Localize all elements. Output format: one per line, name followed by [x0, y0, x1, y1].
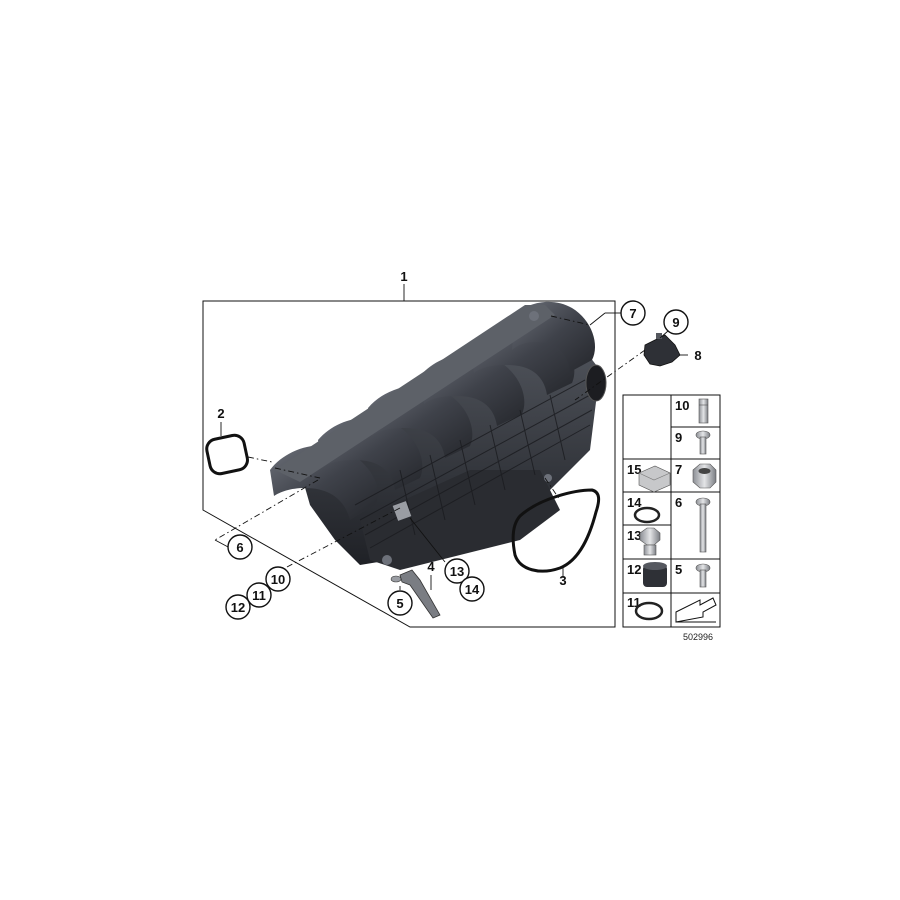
- leader-13: [409, 517, 446, 563]
- callout-2: 2: [217, 406, 225, 436]
- svg-text:3: 3: [559, 573, 566, 588]
- callout-1: 1: [400, 269, 407, 284]
- callout-8: 8: [694, 348, 701, 363]
- screw-5-icon: [695, 563, 711, 588]
- callout-5: 5: [387, 590, 413, 616]
- svg-text:9: 9: [672, 315, 679, 330]
- svg-text:14: 14: [465, 582, 480, 597]
- sleeve-10-icon: [698, 398, 709, 424]
- screw-5: [390, 575, 402, 590]
- callout-6: 6: [227, 534, 253, 560]
- svg-text:8: 8: [694, 348, 701, 363]
- legend-label-15: 15: [627, 462, 641, 477]
- leader-6-top: [274, 467, 321, 479]
- nut-7-icon: [692, 463, 717, 489]
- svg-text:2: 2: [217, 406, 224, 421]
- parts-legend: 10 9 15 7 14 6 13 12 5 11: [622, 394, 721, 628]
- bracket-4: [399, 569, 441, 619]
- leader-7b: [589, 312, 606, 326]
- svg-text:13: 13: [450, 564, 464, 579]
- o-ring-14-icon: [633, 506, 661, 524]
- gasket-ring-2: [205, 433, 273, 476]
- assembly-frame: [202, 284, 616, 628]
- arrow-icon: [675, 597, 717, 623]
- svg-text:6: 6: [236, 540, 243, 555]
- callout-9: 9: [659, 309, 689, 339]
- legend-label-13: 13: [627, 528, 641, 543]
- legend-label-9: 9: [675, 430, 682, 445]
- callout-12: 12: [225, 594, 251, 620]
- leader-10: [284, 507, 401, 569]
- plug-13-icon: [639, 527, 661, 556]
- legend-label-6: 6: [675, 495, 682, 510]
- svg-text:12: 12: [231, 600, 245, 615]
- svg-text:7: 7: [629, 306, 636, 321]
- callout-3: 3: [559, 573, 566, 588]
- sensor-8: [574, 333, 688, 401]
- pad-15-icon: [638, 465, 671, 493]
- legend-label-5: 5: [675, 562, 682, 577]
- legend-label-14: 14: [627, 495, 642, 510]
- gasket-3: [511, 477, 601, 578]
- svg-text:10: 10: [271, 572, 285, 587]
- svg-text:1: 1: [400, 269, 407, 284]
- callout-13: 13: [444, 558, 470, 584]
- legend-label-12: 12: [627, 562, 641, 577]
- screw-9-icon: [695, 430, 711, 455]
- plenum-ribs: [354, 379, 593, 549]
- callout-4: 4: [427, 559, 435, 574]
- svg-text:5: 5: [396, 596, 403, 611]
- o-ring-11-icon: [634, 601, 664, 621]
- reference-number: 502996: [683, 632, 713, 642]
- callout-14: 14: [459, 576, 485, 602]
- svg-text:4: 4: [427, 559, 435, 574]
- legend-label-7: 7: [675, 462, 682, 477]
- callout-10: 10: [265, 566, 291, 592]
- intake-manifold-illustration: [270, 301, 607, 570]
- bolt-6-icon: [695, 497, 711, 553]
- callout-7: 7: [605, 300, 646, 326]
- legend-label-10: 10: [675, 398, 689, 413]
- svg-text:11: 11: [252, 588, 266, 603]
- cap-12-icon: [643, 562, 667, 587]
- callout-11: 11: [246, 582, 272, 608]
- leader-6: [214, 479, 319, 541]
